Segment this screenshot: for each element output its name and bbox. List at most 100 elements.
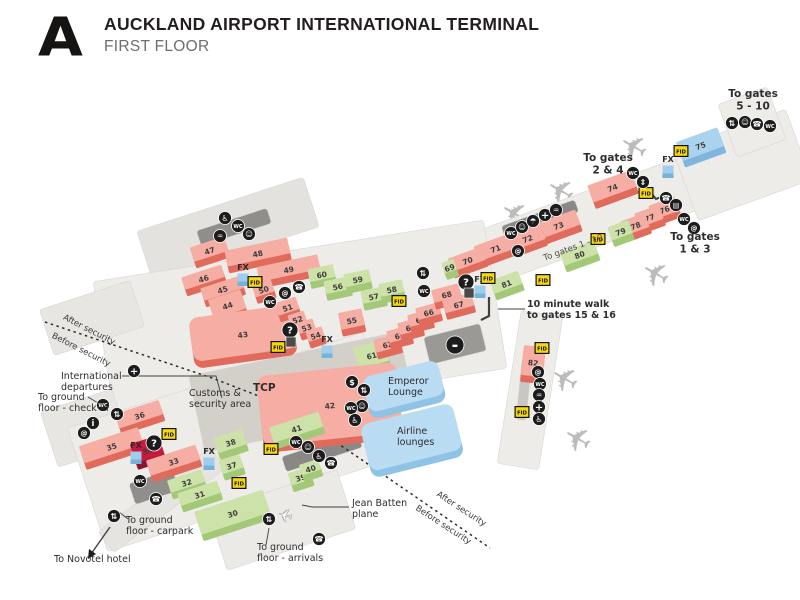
novotel-arrow-line bbox=[90, 526, 111, 555]
fx-label: FX bbox=[474, 275, 486, 284]
fid-label: FID bbox=[266, 447, 276, 453]
toilets-icon: WC bbox=[96, 398, 110, 412]
room-number: 47 bbox=[203, 245, 216, 257]
room-number: 57 bbox=[368, 292, 380, 303]
room-number: 35 bbox=[105, 441, 118, 453]
room-number: 74 bbox=[606, 182, 619, 194]
room-31: 31 bbox=[177, 480, 223, 513]
room-47: 47 bbox=[190, 236, 231, 269]
fx-currency-exchange-marker: FX bbox=[474, 275, 487, 298]
icon-glyph: ♒ bbox=[536, 392, 542, 400]
icon-glyph: ☺ bbox=[518, 223, 526, 232]
icon-glyph: ♿ bbox=[535, 415, 542, 424]
room-36: 36 bbox=[115, 400, 166, 435]
fid-label: FID bbox=[593, 237, 603, 243]
toilets-icon: WC bbox=[626, 166, 640, 180]
room-number: 31 bbox=[193, 489, 206, 501]
icon-glyph: i bbox=[92, 419, 95, 429]
fx-label: FX bbox=[130, 441, 142, 450]
carpark-pointer bbox=[118, 511, 129, 520]
icon-glyph: ⇅ bbox=[114, 410, 121, 419]
room-81: 81 bbox=[489, 270, 525, 301]
icon-glyph: @ bbox=[515, 248, 522, 256]
room-43: 43 bbox=[189, 305, 297, 368]
internet-icon: @ bbox=[531, 365, 545, 379]
fx-label: FX bbox=[662, 155, 674, 164]
icon-glyph: @ bbox=[282, 290, 289, 298]
icon-glyph: ▤ bbox=[673, 202, 680, 210]
fx-currency-exchange-marker: FX bbox=[237, 263, 250, 286]
fid-screen-tag: FID bbox=[535, 274, 551, 286]
fid-screen-tag: FID bbox=[263, 443, 279, 455]
fid-label: FID bbox=[273, 345, 283, 351]
floor-arrivals-walkway bbox=[208, 470, 356, 570]
jean-batten-pointer bbox=[301, 504, 349, 508]
fid-screen-tag: FID bbox=[590, 233, 606, 245]
lounge-area bbox=[361, 404, 463, 477]
fx-currency-exchange-marker: FX bbox=[662, 155, 675, 178]
room-number: 45 bbox=[216, 284, 229, 296]
fx-cube-top bbox=[662, 165, 674, 174]
fid-label: FID bbox=[517, 410, 527, 416]
accessible-icon: ♿ bbox=[218, 211, 232, 225]
icon-glyph: ☎ bbox=[314, 535, 323, 544]
baby-change-icon: ☺ bbox=[301, 440, 315, 454]
room-73: 73 bbox=[535, 209, 583, 246]
icon-glyph: ☂ bbox=[530, 217, 537, 226]
fx-currency-exchange-marker: FX bbox=[203, 447, 216, 470]
escalator-icon: ⇅ bbox=[416, 266, 430, 280]
phone-icon: ☎ bbox=[659, 191, 673, 205]
shower-icon: ☂ bbox=[526, 214, 540, 228]
fx-cube-front bbox=[474, 290, 486, 298]
escalator-icon: ⇅ bbox=[107, 509, 121, 523]
toilets-icon: WC bbox=[763, 119, 777, 133]
icon-glyph: WC bbox=[679, 217, 689, 223]
fid-screen-tag: FID bbox=[161, 428, 177, 440]
fx-label: FX bbox=[203, 447, 215, 456]
room-71: 71 bbox=[473, 233, 519, 268]
room-number: 32 bbox=[180, 477, 193, 489]
room-number: 73 bbox=[552, 220, 565, 232]
icon-glyph: ☺ bbox=[245, 230, 253, 239]
room-number: 55 bbox=[346, 316, 358, 327]
icon-glyph: ♒ bbox=[553, 207, 559, 215]
fx-cube-front bbox=[203, 462, 215, 470]
phone-icon: ☎ bbox=[149, 492, 163, 506]
icon-glyph: ☎ bbox=[294, 283, 303, 292]
fid-screen-tag: FID bbox=[673, 145, 689, 157]
escalator-icon: ⇅ bbox=[262, 512, 276, 526]
room-66: 66 bbox=[415, 302, 443, 327]
icon-glyph: ☎ bbox=[661, 194, 670, 203]
phone-icon: ☎ bbox=[312, 532, 326, 546]
room-69: 69 bbox=[441, 259, 459, 280]
internet-icon: @ bbox=[687, 221, 701, 235]
icon-glyph: WC bbox=[628, 171, 638, 177]
fx-cube-top bbox=[474, 285, 486, 294]
fid-label: FID bbox=[641, 191, 651, 197]
room-49: 49 bbox=[256, 254, 322, 289]
ten-minute-walk-bracket bbox=[480, 297, 491, 321]
icon-glyph: ? bbox=[463, 278, 469, 289]
fid-screen-tag: FID bbox=[514, 406, 530, 418]
icon-glyph: WC bbox=[346, 406, 356, 412]
toilets-icon: WC bbox=[289, 435, 303, 449]
header-titles: AUCKLAND AIRPORT INTERNATIONAL TERMINAL … bbox=[104, 12, 539, 56]
icon-glyph: WC bbox=[765, 124, 775, 130]
room-number: 62 bbox=[382, 339, 394, 350]
accessible-icon: ♿ bbox=[348, 413, 362, 427]
room-number: 78 bbox=[629, 220, 642, 232]
icon-glyph: @ bbox=[535, 369, 542, 377]
fid-label: FID bbox=[676, 149, 686, 155]
room-46: 46 bbox=[181, 264, 227, 297]
jean-batten-plane-icon: ✈ bbox=[276, 502, 296, 526]
no-entry-icon: ▬ bbox=[445, 335, 465, 355]
question-icon: ? bbox=[145, 434, 163, 452]
drinking-fountain-icon: ♒ bbox=[213, 229, 227, 243]
room-number: 38 bbox=[224, 437, 237, 449]
room-40: 40 bbox=[299, 459, 324, 482]
icon-glyph: WC bbox=[233, 224, 243, 230]
